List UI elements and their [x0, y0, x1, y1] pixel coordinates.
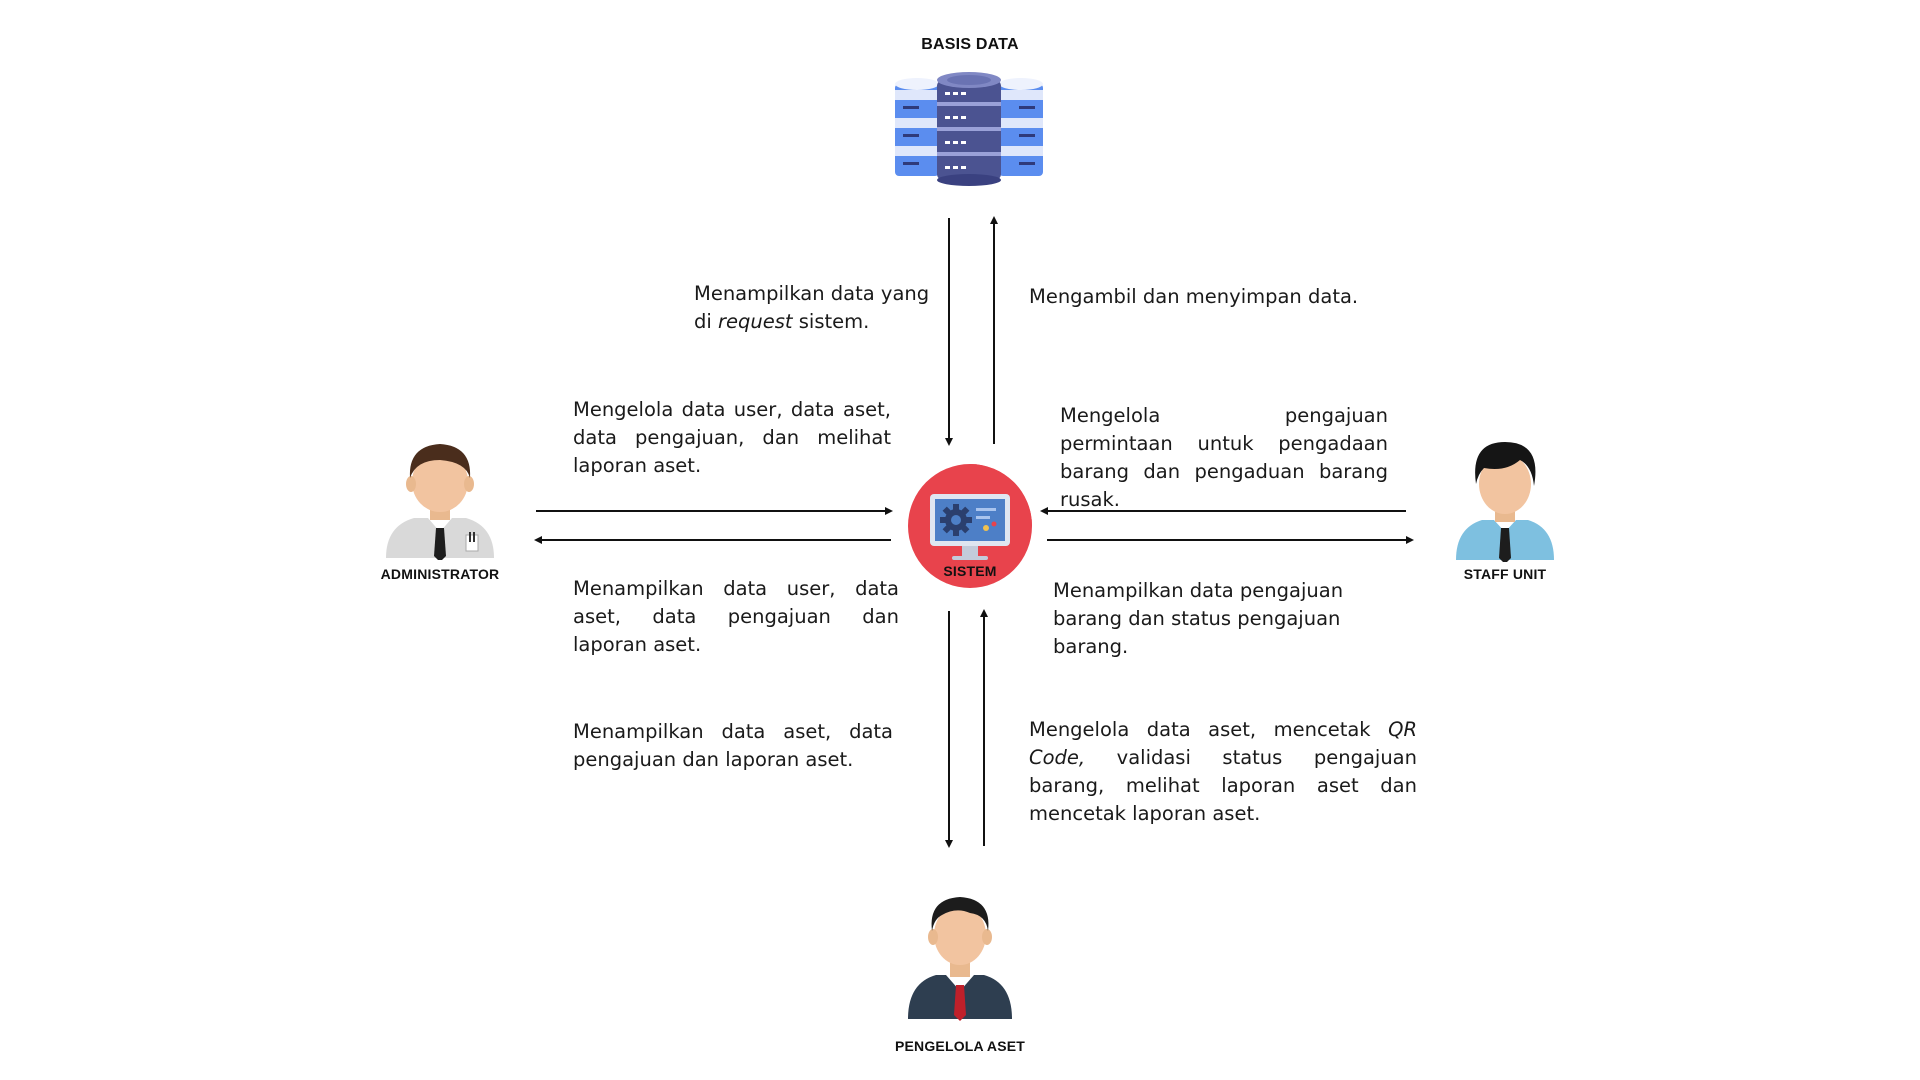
admin-label: ADMINISTRATOR	[380, 566, 500, 582]
manager-person-icon	[900, 873, 1020, 1023]
database-label: BASIS DATA	[921, 36, 1019, 53]
note-system-to-db: Mengambil dan menyimpan data.	[1029, 285, 1359, 308]
note-system-to-manager: Menampilkan data aset, data pengajuan da…	[573, 720, 893, 771]
database-icon	[893, 72, 1045, 188]
note-staff-to-system: Mengelola pengajuan permintaan untuk pen…	[1060, 404, 1388, 511]
note-system-to-staff: Menampilkan data pengajuan barang dan st…	[1053, 579, 1344, 658]
manager-label: PENGELOLA ASET	[894, 1038, 1026, 1054]
note-manager-to-system: Mengelola data aset, mencetak QR Code, v…	[1029, 718, 1417, 825]
staff-person-icon	[1450, 432, 1560, 564]
note-db-to-system: Menampilkan data yang di request sistem.	[694, 282, 930, 333]
system-node: SISTEM	[906, 462, 1034, 590]
note-system-to-admin: Menampilkan data user, data aset, data p…	[573, 577, 899, 656]
admin-person-icon	[380, 430, 500, 562]
note-admin-to-system: Mengelola data user, data aset, data pen…	[573, 398, 891, 477]
computer-settings-icon	[908, 464, 1032, 588]
system-label: SISTEM	[943, 563, 997, 579]
staff-label: STAFF UNIT	[1463, 566, 1547, 582]
